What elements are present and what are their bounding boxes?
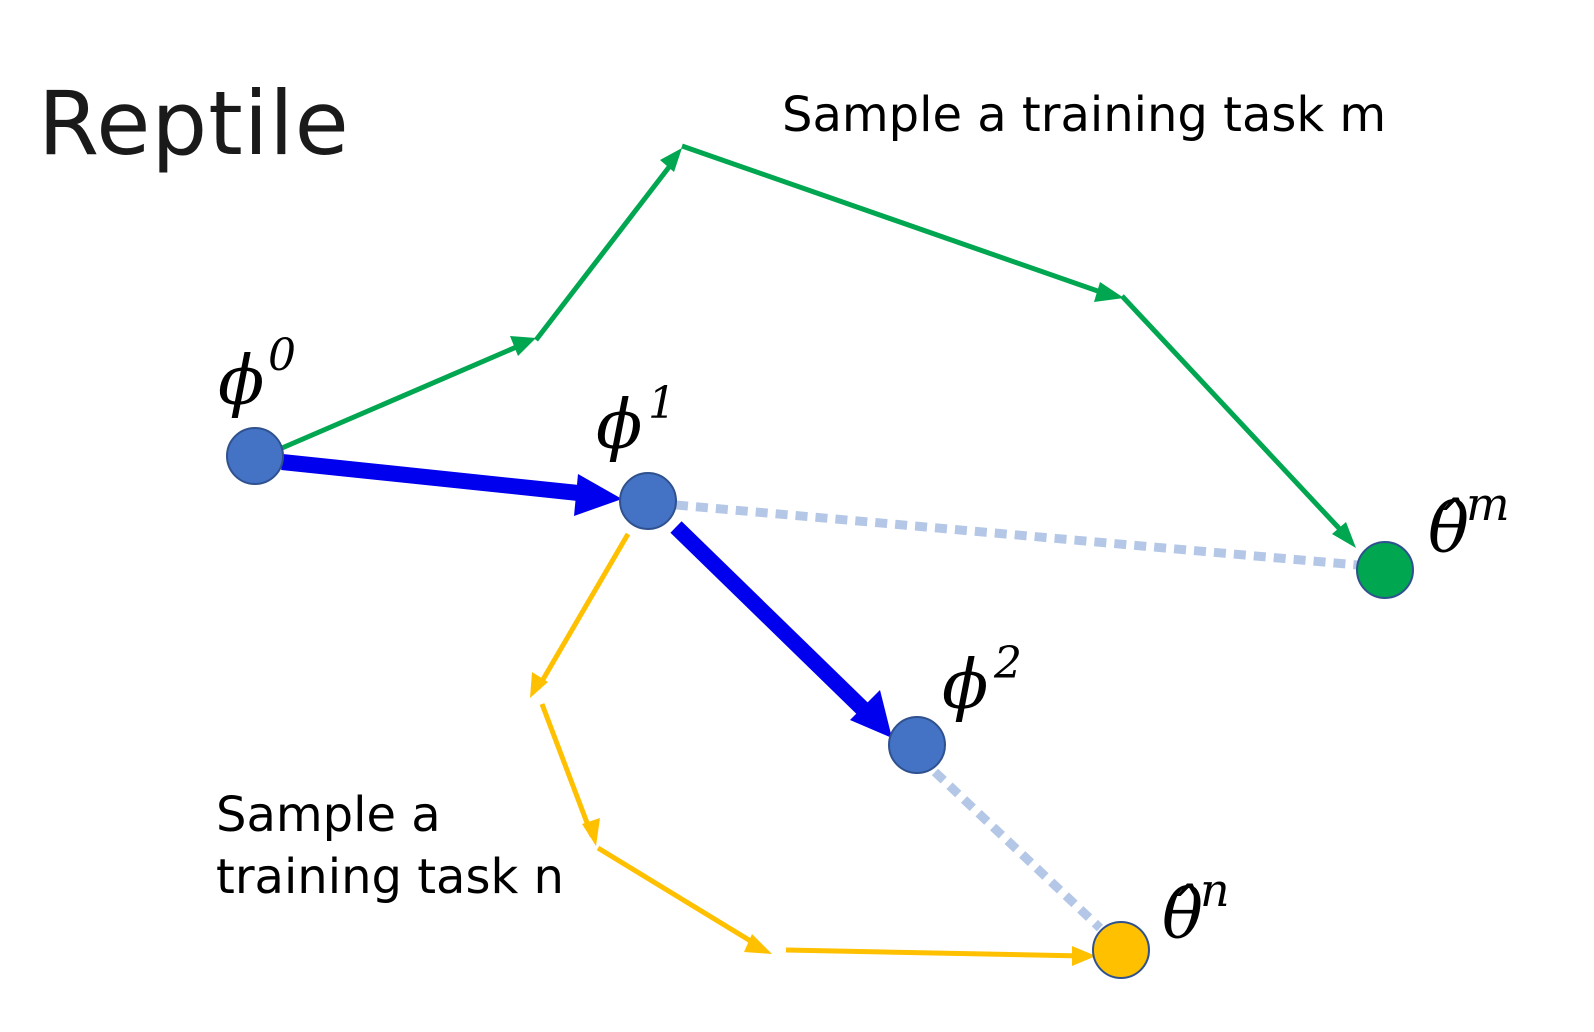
- task-n-path: [530, 532, 1096, 966]
- label-theta-hat-n: θ̂ n: [1162, 863, 1230, 955]
- label-phi-2-sup: 2: [993, 638, 1022, 689]
- label-phi-2-base: ϕ: [942, 646, 988, 725]
- meta-update-arrow-2-head: [850, 690, 892, 738]
- node-theta-hat-m: [1356, 541, 1414, 599]
- task-m-step-3: [681, 143, 1113, 299]
- caption-sample-task-m: Sample a training task m: [782, 87, 1387, 143]
- task-n-step-3: [596, 845, 764, 951]
- task-n-arrowhead-4: [1072, 946, 1096, 966]
- task-m-arrowhead-3: [1094, 282, 1124, 302]
- dotted-link-phi1-theta-m: [675, 500, 1359, 570]
- label-theta-m-base: θ̂: [1428, 490, 1469, 569]
- meta-update-path: [281, 454, 892, 738]
- task-m-step-1: [281, 339, 529, 451]
- node-phi-2: [888, 716, 946, 774]
- task-m-arrowhead-4: [1332, 522, 1356, 548]
- task-m-arrowhead-2: [660, 148, 682, 172]
- label-theta-n-base: θ̂: [1162, 876, 1203, 955]
- node-phi-1: [619, 472, 677, 530]
- task-m-arrowhead-1: [510, 336, 536, 356]
- node-phi-0: [226, 427, 284, 485]
- node-theta-hat-n: [1092, 921, 1150, 979]
- task-n-arrowhead-1: [530, 672, 548, 698]
- task-n-arrowhead-3: [744, 934, 772, 954]
- slide-title: Reptile: [38, 72, 350, 175]
- task-n-step-2: [539, 703, 595, 837]
- meta-update-arrow-1-shaft: [281, 454, 589, 502]
- label-phi-1: ϕ 1: [596, 378, 676, 465]
- caption-sample-task-n: Sample a training task n: [216, 784, 636, 909]
- label-theta-n-sup: n: [1200, 863, 1230, 917]
- label-phi-0-sup: 0: [268, 330, 296, 381]
- label-phi-0-base: ϕ: [218, 342, 264, 421]
- task-m-step-4: [1120, 294, 1352, 542]
- meta-update-arrow-2-shaft: [670, 521, 872, 718]
- task-m-path: [281, 143, 1356, 548]
- dotted-link-phi2-theta-n: [931, 768, 1104, 932]
- task-m-step-2: [534, 156, 678, 342]
- task-n-step-4: [785, 947, 1085, 959]
- label-phi-2: ϕ 2: [942, 638, 1022, 725]
- label-theta-hat-m: θ̂ m: [1428, 477, 1510, 569]
- label-theta-m-sup: m: [1466, 477, 1510, 531]
- label-phi-1-sup: 1: [648, 378, 676, 429]
- label-phi-1-base: ϕ: [596, 386, 642, 465]
- label-phi-0: ϕ 0: [218, 330, 296, 421]
- task-n-step-1: [535, 532, 631, 690]
- caption-task-n-line-2: training task n: [216, 849, 564, 906]
- caption-task-n-line-1: Sample a: [216, 787, 441, 843]
- meta-update-arrow-1-head: [574, 474, 622, 516]
- task-n-arrowhead-2: [582, 818, 600, 846]
